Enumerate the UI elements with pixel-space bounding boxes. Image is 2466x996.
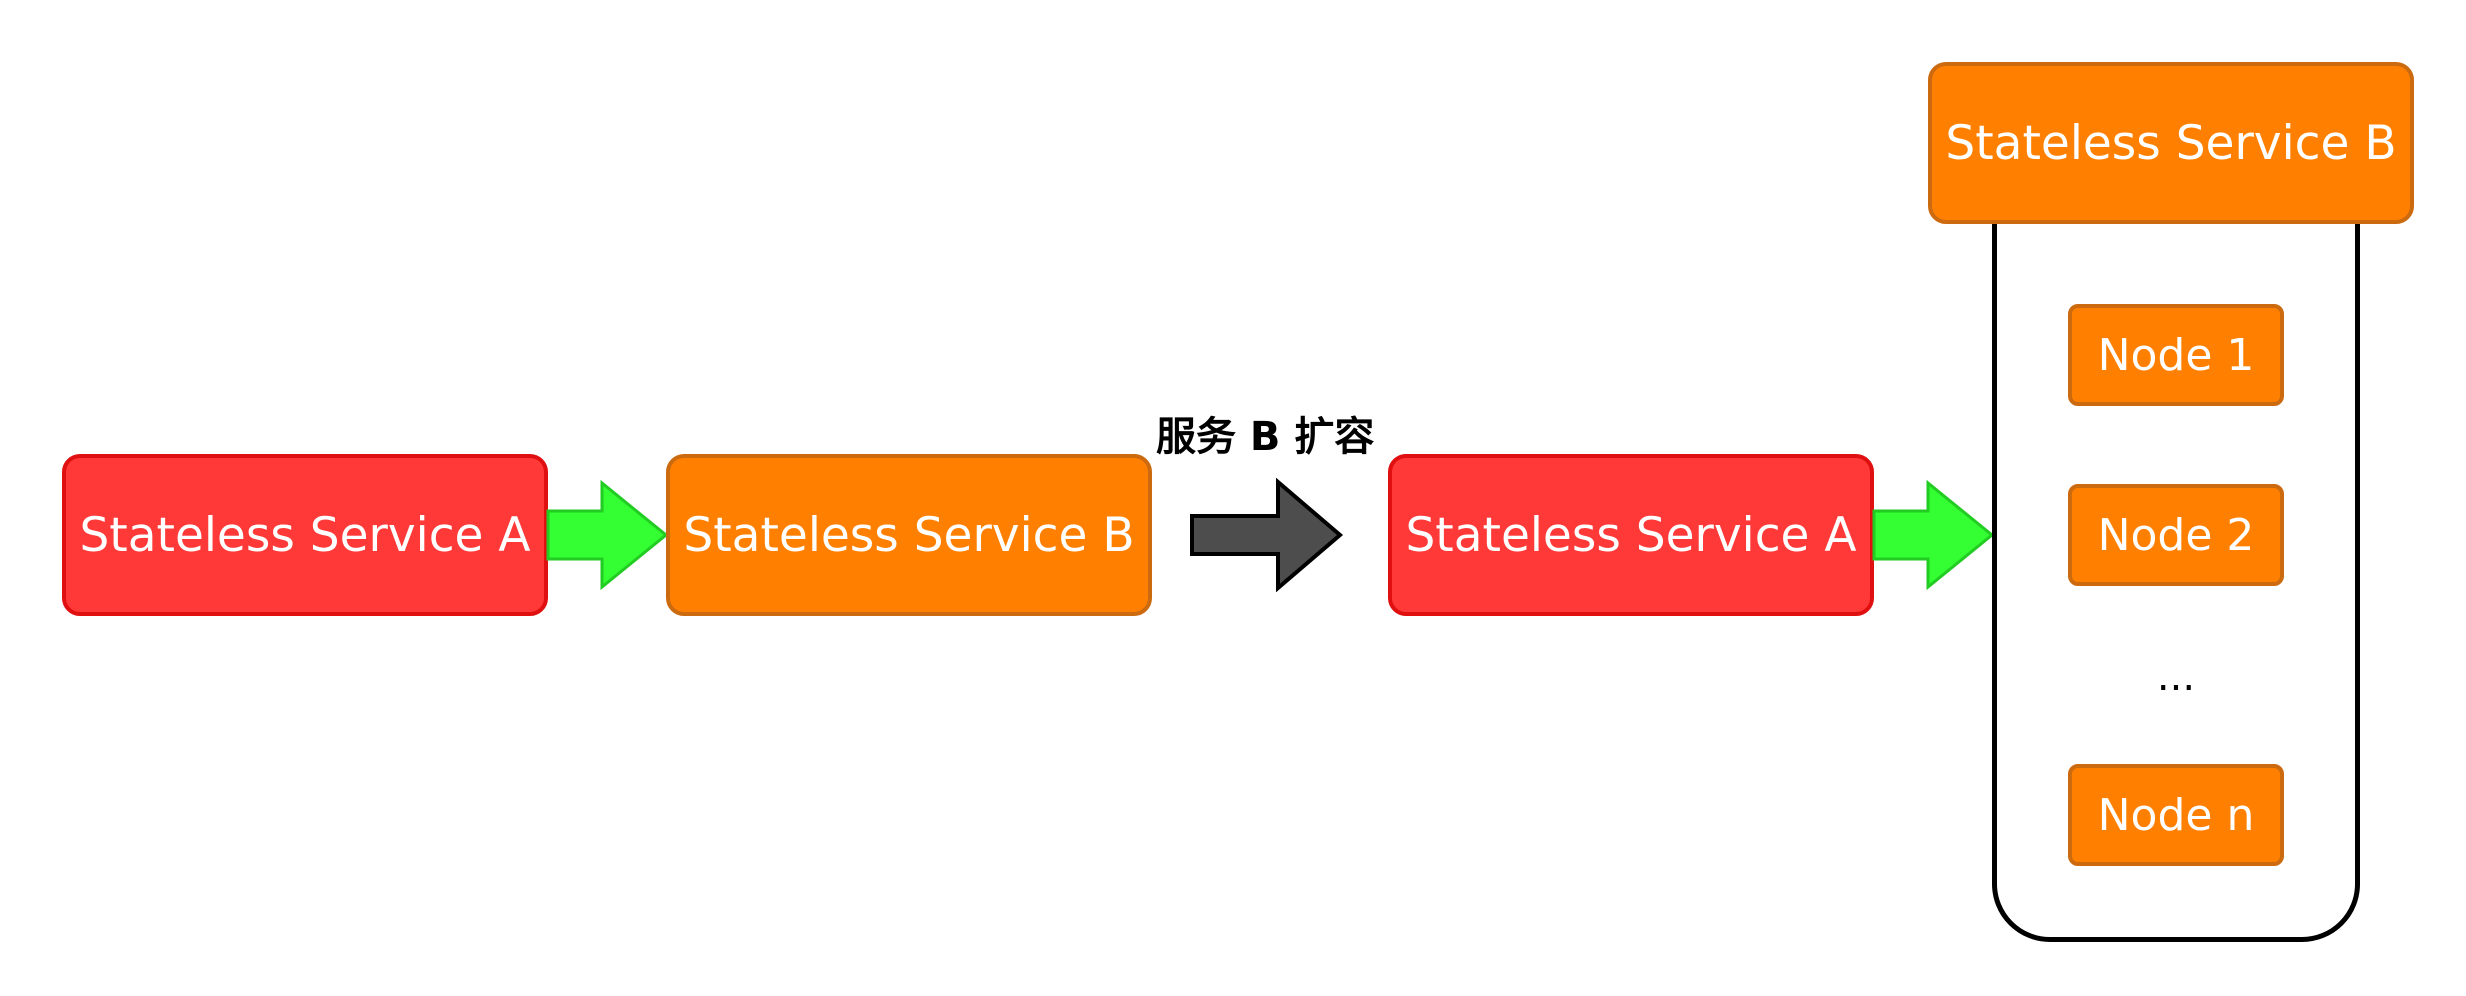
left-service-b-box: Stateless Service B — [666, 454, 1152, 616]
left-service-a-box: Stateless Service A — [62, 454, 548, 616]
nodes-ellipsis: ... — [2156, 654, 2196, 700]
scale-out-caption: 服务 B 扩容 — [1156, 414, 1375, 460]
node-2-box: Node 2 — [2068, 484, 2284, 586]
right-service-a-box: Stateless Service A — [1388, 454, 1874, 616]
node-2-label: Node 2 — [2097, 509, 2255, 561]
left-flow-arrow — [546, 480, 669, 590]
transition-arrow — [1190, 478, 1344, 592]
left-service-b-label: Stateless Service B — [683, 507, 1135, 563]
node-1-label: Node 1 — [2097, 329, 2255, 381]
node-n-label: Node n — [2097, 789, 2255, 841]
node-n-box: Node n — [2068, 764, 2284, 866]
right-flow-arrow — [1872, 480, 1995, 590]
node-1-box: Node 1 — [2068, 304, 2284, 406]
scaled-service-b-label: Stateless Service B — [1945, 115, 2397, 171]
scaled-service-b-header: Stateless Service B — [1928, 62, 2414, 224]
right-service-a-label: Stateless Service A — [1405, 507, 1857, 563]
left-service-a-label: Stateless Service A — [79, 507, 531, 563]
